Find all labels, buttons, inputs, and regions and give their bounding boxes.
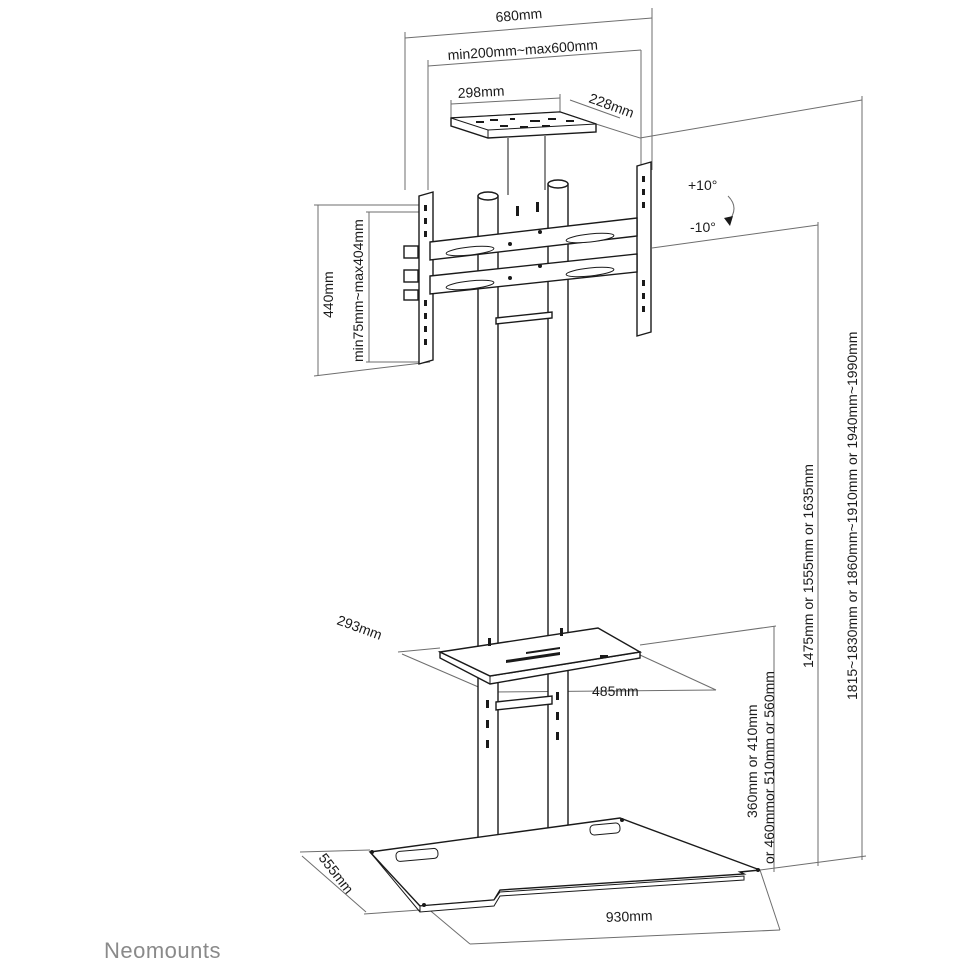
shelf-height-line2-label: or 460mmor 510mm or 560mm <box>761 671 777 864</box>
top-shelf-width-label: 298mm <box>457 83 504 101</box>
tv-bracket <box>403 161 652 365</box>
total-width-label: 680mm <box>495 5 543 25</box>
total-height-label: 1815~1830mm or 1860mm~1910mm or 1940mm~1… <box>844 332 860 700</box>
shelf-height-line1-label: 360mm or 410mm <box>744 704 760 818</box>
shelf-depth-label: 293mm <box>335 612 384 643</box>
middle-shelf <box>437 627 643 685</box>
bracket-height-label: 440mm <box>320 271 336 318</box>
shelf-width-label: 485mm <box>592 683 639 699</box>
dimension-labels: 680mm min200mm~max600mm 298mm 228mm +10°… <box>316 5 860 925</box>
vesa-height-label: min75mm~max404mm <box>350 219 366 362</box>
top-shelf-depth-label: 228mm <box>587 90 636 121</box>
tilt-arrow-icon <box>724 195 735 226</box>
center-height-label: 1475mm or 1555mm or 1635mm <box>800 464 816 668</box>
dimension-lines <box>299 8 867 945</box>
top-shelf <box>450 111 597 195</box>
tilt-down-label: -10° <box>690 219 716 235</box>
brand-logo: Neomounts <box>104 938 221 963</box>
base-plate <box>368 817 761 913</box>
base-width-label: 930mm <box>606 907 653 925</box>
tilt-up-label: +10° <box>688 177 717 193</box>
